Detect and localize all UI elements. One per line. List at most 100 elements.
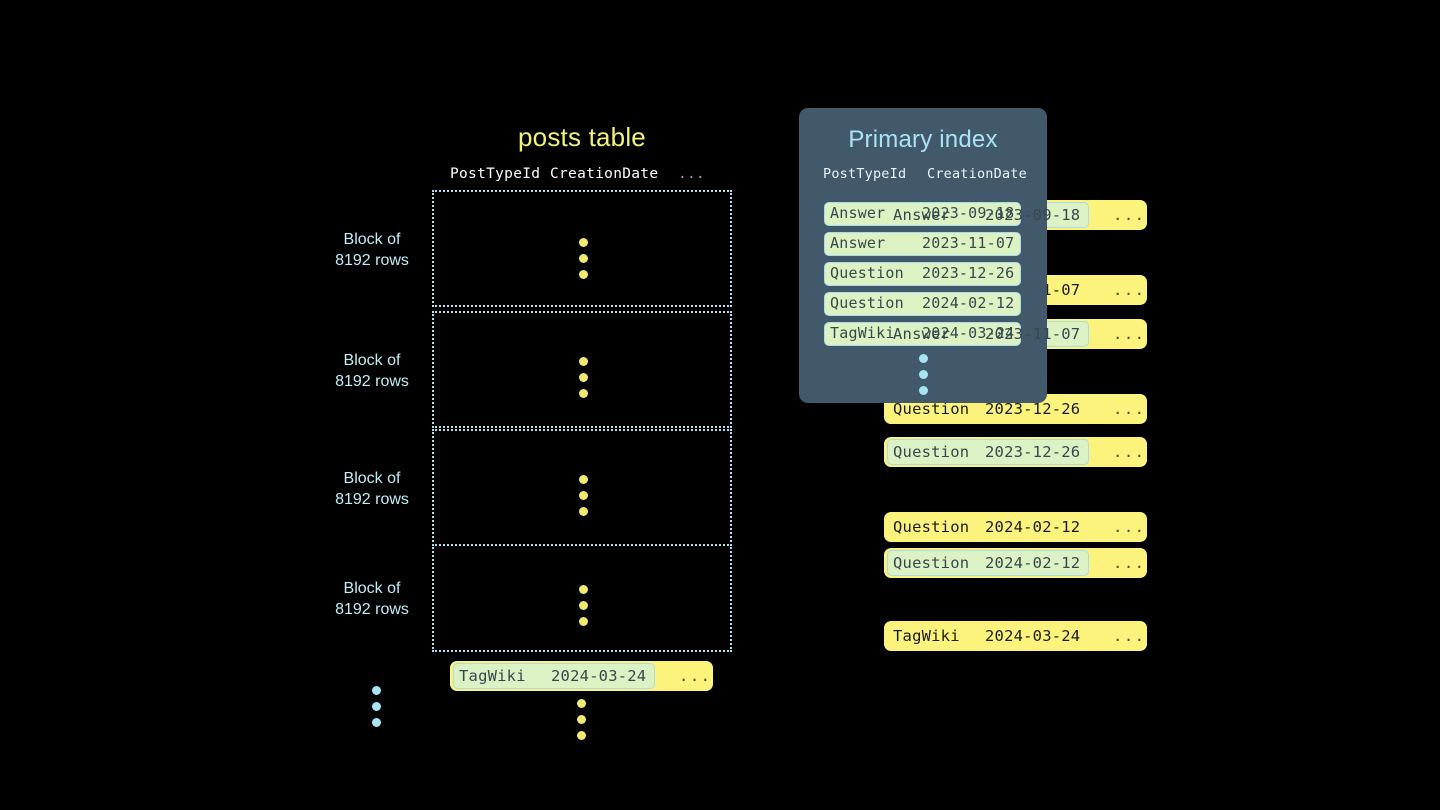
table-continuation-ellipsis — [574, 699, 588, 747]
table-row[interactable]: Answer 2023-09-18 ... — [884, 200, 1147, 230]
cell-posttypeid: Answer — [893, 325, 951, 343]
cell-creationdate: 2023-12-26 — [985, 443, 1081, 461]
block-continuation-ellipsis — [369, 686, 383, 734]
index-row[interactable]: Answer 2023-11-07 — [824, 232, 1021, 256]
dot — [918, 370, 928, 379]
dot — [918, 386, 928, 395]
table-row[interactable]: TagWiki 2024-03-24 ... — [884, 621, 1147, 651]
dot — [578, 357, 588, 366]
block-label: Block of 8192 rows — [310, 578, 434, 620]
posts-table-column-headers: PostTypeId CreationDate ... — [450, 166, 713, 184]
index-cell-creationdate: 2024-03-24 — [922, 324, 1015, 342]
dot — [578, 617, 588, 626]
dot — [578, 475, 588, 484]
dot — [578, 373, 588, 382]
dot — [576, 699, 586, 708]
cell-more: ... — [1113, 627, 1146, 645]
cell-more: ... — [1113, 443, 1146, 461]
cell-more: ... — [1113, 281, 1146, 299]
cell-posttypeid: Question — [893, 400, 970, 418]
cell-posttypeid: Question — [893, 443, 970, 461]
table-row[interactable]: Question 2024-02-12 ... — [884, 512, 1147, 542]
block-label: Block of 8192 rows — [310, 468, 434, 510]
sort-key-highlight — [887, 439, 1089, 465]
index-row[interactable]: Question 2024-02-12 — [824, 292, 1021, 316]
dot — [576, 715, 586, 724]
cell-more: ... — [1113, 518, 1146, 536]
dot — [578, 507, 588, 516]
dot — [578, 491, 588, 500]
primary-index-title: Primary index — [848, 126, 998, 153]
cell-more: ... — [1113, 400, 1146, 418]
column-header-more: ... — [678, 166, 706, 182]
column-header-posttypeid: PostTypeId — [450, 166, 541, 182]
cell-posttypeid: Question — [893, 518, 970, 536]
cell-posttypeid: TagWiki — [459, 667, 526, 685]
index-cell-creationdate: 2024-02-12 — [922, 294, 1015, 312]
block-3: Question 2023-12-26 ... Question 2024-02… — [335, 429, 1147, 546]
cell-more: ... — [1113, 554, 1146, 572]
block-2: Answer 2023-11-07 ... Question 2023-12-2… — [335, 311, 1147, 428]
table-row[interactable]: Answer 2023-11-07 ... — [884, 319, 1147, 349]
index-cell-posttypeid: Answer — [830, 234, 886, 252]
block-4: Question 2024-02-12 ... TagWiki 2024-03-… — [335, 544, 1147, 652]
dot — [576, 731, 586, 740]
dot — [578, 270, 588, 279]
dot — [371, 702, 381, 711]
row-ellipsis — [576, 357, 590, 405]
dot — [578, 238, 588, 247]
block-label-line2: 8192 rows — [335, 601, 409, 618]
table-row[interactable]: Question 2023-12-26 ... — [884, 437, 1147, 467]
primary-index-panel: Primary index PostTypeId CreationDate An… — [799, 108, 1047, 403]
dot — [371, 718, 381, 727]
cell-more: ... — [1113, 206, 1146, 224]
cell-posttypeid: TagWiki — [893, 627, 960, 645]
cell-creationdate: 2023-11-07 — [985, 325, 1081, 343]
table-row[interactable]: Question 2024-02-12 ... — [884, 548, 1147, 578]
block-1: Answer 2023-09-18 ... Answer 2023-11-07 … — [335, 190, 1147, 307]
cell-more: ... — [1113, 325, 1146, 343]
block-label-line1: Block of — [343, 580, 401, 597]
index-column-header-posttypeid: PostTypeId — [823, 166, 907, 182]
dot — [371, 686, 381, 695]
cell-posttypeid: Question — [893, 554, 970, 572]
index-cell-creationdate: 2023-11-07 — [922, 234, 1015, 252]
cell-posttypeid: Answer — [893, 206, 951, 224]
index-row[interactable]: Answer 2023-09-18 — [824, 202, 1021, 226]
block-label-line2: 8192 rows — [335, 373, 409, 390]
block-label-line2: 8192 rows — [335, 491, 409, 508]
block-label-line1: Block of — [343, 231, 401, 248]
cell-creationdate: 2024-02-12 — [985, 554, 1081, 572]
index-continuation-ellipsis — [916, 354, 930, 402]
dot — [578, 254, 588, 263]
row-ellipsis — [576, 238, 590, 286]
table-row-trailing[interactable]: TagWiki 2024-03-24 ... — [450, 661, 713, 691]
dot — [578, 601, 588, 610]
index-row[interactable]: TagWiki 2024-03-24 — [824, 322, 1021, 346]
block-label: Block of 8192 rows — [310, 229, 434, 271]
index-cell-posttypeid: Question — [830, 294, 904, 312]
cell-creationdate: 2024-03-24 — [551, 667, 647, 685]
block-label-line1: Block of — [343, 470, 401, 487]
index-cell-posttypeid: Question — [830, 264, 904, 282]
index-cell-creationdate: 2023-09-18 — [922, 204, 1015, 222]
posts-table-title: posts table — [518, 122, 646, 152]
index-row[interactable]: Question 2023-12-26 — [824, 262, 1021, 286]
dot — [578, 389, 588, 398]
cell-creationdate: 2023-09-18 — [985, 206, 1081, 224]
dot — [578, 585, 588, 594]
cell-creationdate: 2023-12-26 — [985, 400, 1081, 418]
index-column-header-creationdate: CreationDate — [927, 166, 1027, 182]
primary-index-column-headers: PostTypeId CreationDate — [823, 166, 1027, 184]
dot — [918, 354, 928, 363]
index-cell-posttypeid: TagWiki — [830, 324, 895, 342]
cell-more: ... — [679, 667, 712, 685]
table-row[interactable]: Question 2023-12-26 ... — [884, 394, 1147, 424]
index-cell-posttypeid: Answer — [830, 204, 886, 222]
block-label: Block of 8192 rows — [310, 350, 434, 392]
sort-key-highlight — [453, 663, 655, 689]
row-ellipsis — [576, 475, 590, 523]
row-ellipsis — [576, 585, 590, 633]
cell-creationdate: 2024-02-12 — [985, 518, 1081, 536]
